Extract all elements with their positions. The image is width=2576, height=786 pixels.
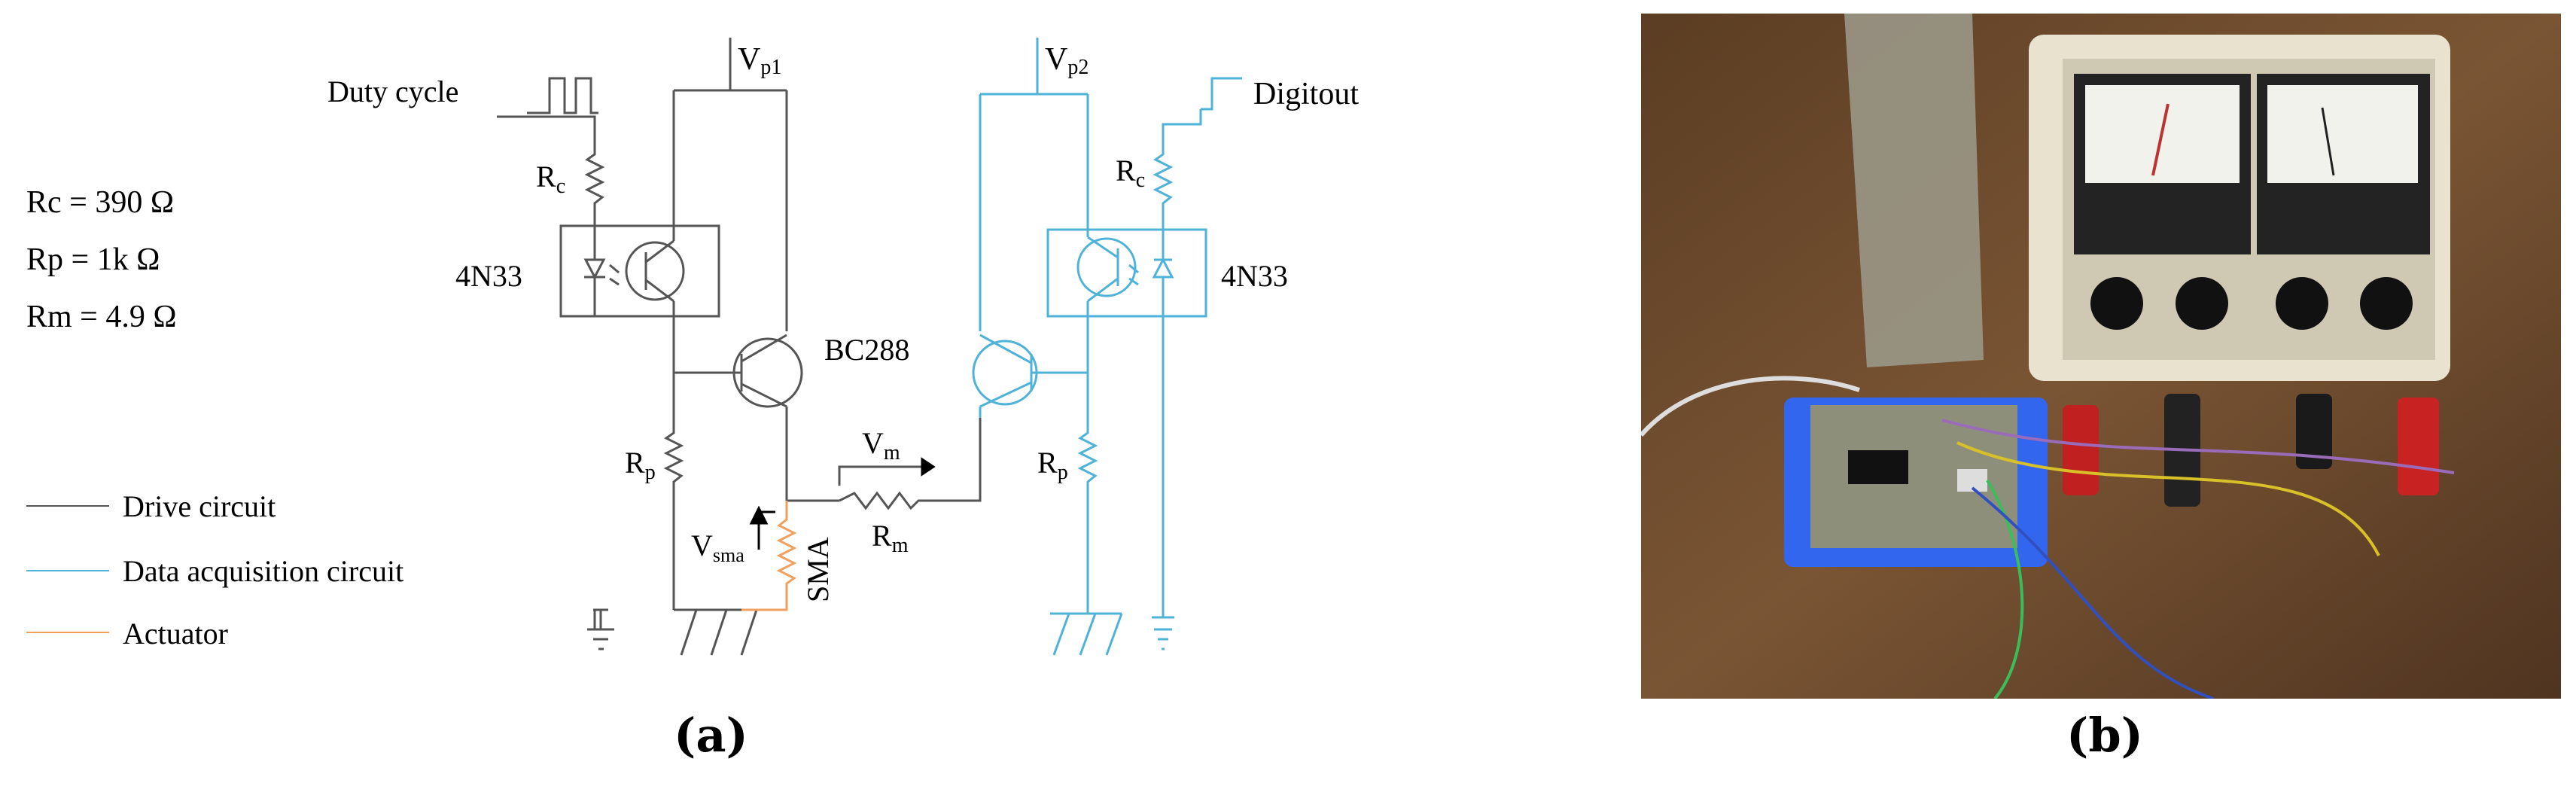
rp-left-label: Rp	[625, 446, 656, 484]
param-rc: Rc = 390 Ω	[26, 185, 174, 220]
rm-label: Rm	[872, 519, 909, 557]
caption-a: (a)	[674, 708, 748, 763]
circuit-diagram: Rc = 390 Ω Rp = 1k Ω Rm = 4.9 Ω Drive ci…	[26, 38, 1359, 656]
vp1-label: Vp1	[738, 42, 781, 79]
ground-right-icon	[1152, 616, 1174, 650]
opto-left-transistor	[625, 241, 685, 301]
opto-right-transistor	[1076, 237, 1137, 297]
vp2-rail	[979, 38, 1089, 331]
param-rm: Rm = 4.9 Ω	[26, 300, 177, 334]
duty-cycle-waveform	[527, 77, 598, 114]
param-rp: Rp = 1k Ω	[26, 242, 160, 277]
legend-actuator-label: Actuator	[123, 617, 228, 650]
meter-knobs	[2090, 277, 2413, 330]
sma-actuator	[741, 501, 797, 611]
digitout-waveform	[1201, 77, 1242, 111]
drive-circuit	[497, 38, 982, 656]
vp2-label: Vp2	[1045, 42, 1089, 79]
legend-data-label: Data acquisition circuit	[123, 554, 403, 588]
vsma-label: Vsma	[691, 529, 744, 566]
ground-right-mid-icon	[1050, 612, 1123, 656]
duty-cycle-label: Duty cycle	[327, 75, 458, 108]
caption-b: (b)	[2066, 708, 2144, 763]
bc288-label: BC288	[824, 333, 909, 367]
ground-mid-icon	[680, 609, 758, 656]
rc-left-resistor	[584, 147, 605, 226]
legend-drive-label: Drive circuit	[123, 489, 276, 523]
ground-left-icon	[587, 608, 614, 650]
rp-right-label: Rp	[1037, 446, 1068, 484]
legend: Drive circuit Data acquisition circuit A…	[26, 489, 403, 650]
data-acquisition-circuit	[972, 38, 1242, 656]
setup-photo-illustration	[1641, 14, 2561, 699]
opto-left-box	[559, 224, 720, 318]
bc288-transistor	[732, 337, 803, 408]
digitout-label: Digitout	[1253, 77, 1359, 111]
rc-right-label: Rc	[1116, 154, 1145, 192]
setup-photo	[1641, 14, 2561, 699]
rc-left-label: Rc	[536, 160, 565, 198]
rp-right-resistor	[1077, 373, 1098, 614]
vp1-rail	[672, 38, 788, 331]
opto-right-label: 4N33	[1221, 259, 1288, 293]
ribbon-cable-icon	[1844, 14, 1984, 367]
vm-label: Vm	[862, 426, 900, 465]
rp-left-resistor	[663, 373, 684, 610]
opto-left-label: 4N33	[455, 259, 522, 293]
sma-label: SMA	[801, 537, 835, 602]
rc-right-resistor	[1153, 147, 1174, 230]
opto-right-box	[1046, 228, 1207, 318]
rm-resistor	[839, 418, 982, 510]
